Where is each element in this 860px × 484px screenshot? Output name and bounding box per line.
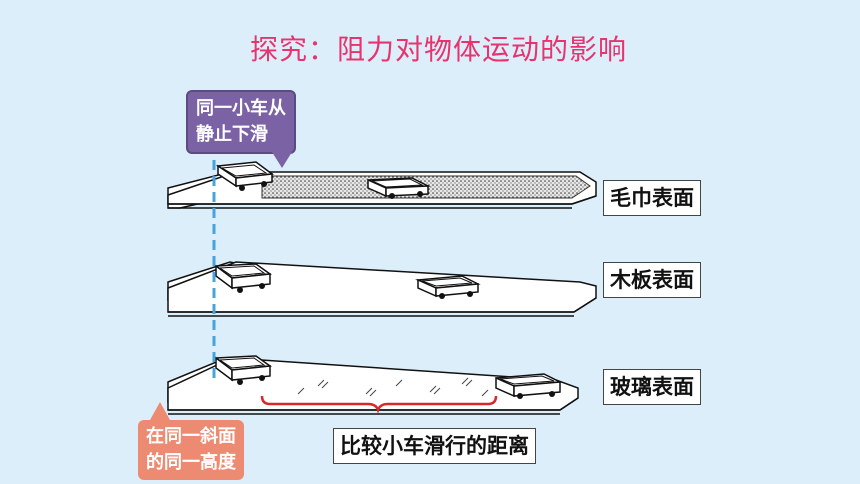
callout-tail	[272, 152, 292, 168]
distance-brace	[260, 395, 498, 414]
cart-1-start	[215, 161, 274, 191]
cart-2-start	[213, 263, 273, 293]
cart-3-end	[495, 373, 563, 399]
callout-bottom-line-1: 在同一斜面	[146, 426, 236, 447]
glass-track	[167, 355, 579, 415]
callout-same-cart: 同一小车从 静止下滑	[186, 90, 296, 168]
callout-top-line-2: 静止下滑	[196, 124, 268, 145]
cart-3-start	[213, 355, 273, 385]
label-glass-surface: 玻璃表面	[603, 369, 701, 405]
label-towel-surface: 毛巾表面	[603, 180, 701, 216]
callout-same-height: 在同一斜面 的同一高度	[138, 402, 244, 480]
towel-track	[167, 161, 597, 209]
callout-bottom-line-2: 的同一高度	[146, 452, 236, 473]
page-title: 探究：阻力对物体运动的影响	[250, 33, 628, 66]
label-compare-distance: 比较小车滑行的距离	[333, 428, 536, 464]
callout-top-line-1: 同一小车从	[196, 98, 286, 119]
cart-1-end	[367, 177, 431, 199]
callout-tail	[150, 402, 170, 420]
cart-2-end	[415, 275, 481, 299]
label-wood-surface: 木板表面	[603, 262, 701, 298]
glass-texture	[297, 377, 489, 397]
wood-track	[167, 261, 597, 317]
